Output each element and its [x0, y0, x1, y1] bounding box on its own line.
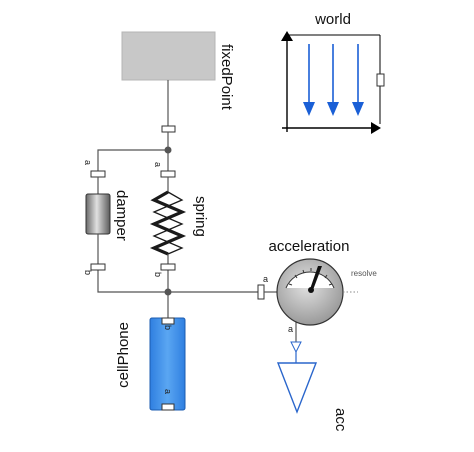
spring-port-b-label: b [153, 272, 163, 277]
damper-port-b[interactable] [90, 263, 106, 271]
fixed-point-connector[interactable] [161, 125, 176, 133]
acc-label: acc [332, 408, 349, 432]
damper-component[interactable]: a b damper [83, 160, 130, 275]
acceleration-gauge-face [285, 271, 335, 289]
cell-phone-label: cellPhone [115, 322, 132, 388]
acc-output-component[interactable]: acc [276, 362, 349, 432]
gravity-arrowhead [352, 102, 364, 116]
gravity-arrowhead [303, 102, 315, 116]
acceleration-label: acceleration [269, 238, 350, 255]
fixed-point-component[interactable]: fixedPoint [121, 31, 235, 133]
acceleration-output-port[interactable] [290, 341, 302, 354]
damper-port-b-label: b [83, 270, 93, 275]
junction-node-top [164, 146, 172, 154]
cell-phone-port-a[interactable] [161, 403, 175, 411]
spring-label: spring [192, 196, 209, 237]
acceleration-sensor[interactable]: acceleration a resolve a [257, 238, 377, 363]
spring-port-a-label: a [153, 162, 163, 167]
world-connector[interactable] [376, 73, 385, 87]
cell-phone-port-b-label: b [163, 325, 173, 330]
world-component[interactable]: world [281, 11, 385, 134]
junction-node-bottom [164, 288, 172, 296]
acc-triangle [276, 362, 318, 414]
spring-port-a[interactable] [160, 170, 176, 178]
acceleration-resolve-label: resolve [351, 269, 377, 278]
damper-label: damper [113, 190, 130, 241]
spring-coil [149, 190, 187, 256]
acceleration-port-a-label: a [263, 274, 268, 284]
damper-port-a[interactable] [90, 170, 106, 178]
spring-component[interactable]: a b spring [149, 162, 209, 277]
world-label: world [314, 11, 351, 28]
fixed-point-ground [121, 31, 216, 81]
damper-cylinder [85, 193, 111, 235]
gravity-arrowhead [327, 102, 339, 116]
acceleration-needle-hub [308, 287, 314, 293]
damper-port-a-label: a [83, 160, 93, 165]
cell-phone-component[interactable]: b a cellPhone [115, 317, 186, 411]
wire-bottom-damper [97, 270, 168, 293]
acceleration-port-a[interactable] [257, 284, 265, 300]
world-frame [282, 31, 380, 131]
spring-coil-back [152, 191, 184, 255]
world-x-axis-arrowhead [371, 122, 381, 134]
fixed-point-label: fixedPoint [218, 44, 235, 111]
cell-phone-body [149, 317, 186, 411]
world-y-axis-arrowhead [281, 31, 293, 41]
gravity-arrows [303, 44, 364, 116]
acceleration-output-label: a [288, 324, 293, 334]
acceleration-needle [309, 266, 322, 292]
wire-top-damper [97, 149, 168, 171]
spring-port-b[interactable] [160, 263, 176, 271]
cell-phone-port-b[interactable] [161, 317, 175, 325]
cell-phone-port-a-label: a [163, 389, 173, 394]
